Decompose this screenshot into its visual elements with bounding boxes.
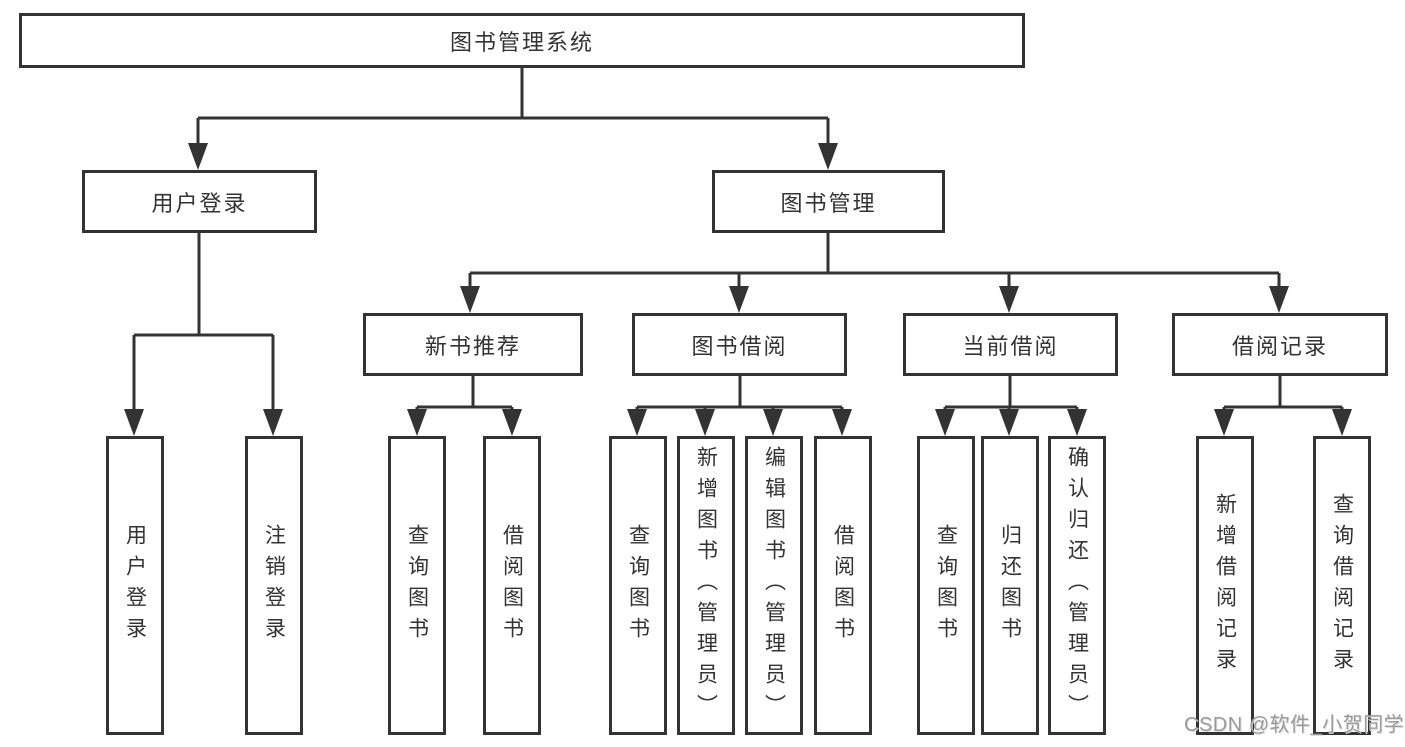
arrowhead-icon	[999, 286, 1019, 313]
node-library-management-system: 图书管理系统	[19, 13, 1025, 68]
leaf-query-borrow-record: 查询借阅记录	[1313, 436, 1371, 735]
edge-user-login-to-leaves	[132, 233, 275, 413]
arrowhead-icon	[818, 143, 838, 170]
edge-root-to-level2	[196, 68, 830, 148]
arrowhead-icon	[695, 409, 715, 436]
connector-edges	[132, 68, 1344, 413]
arrowhead-icon	[502, 409, 522, 436]
node-new-book-recommendation: 新书推荐	[363, 313, 583, 376]
leaf-borrow-books-recommend: 借阅图书	[483, 436, 541, 735]
edge-book-borrow-to-leaves	[635, 376, 844, 413]
node-book-management: 图书管理	[712, 170, 945, 233]
edge-borrow-records-to-leaves	[1222, 376, 1344, 413]
node-user-login: 用户登录	[82, 170, 317, 233]
arrowhead-icon	[999, 409, 1019, 436]
leaf-confirm-return-admin: 确认归还（管理员）	[1048, 436, 1106, 735]
arrowhead-icon	[124, 409, 144, 436]
edge-book-mgmt-to-level3	[468, 233, 1281, 291]
arrowhead-icon	[1214, 409, 1234, 436]
leaf-borrow-books: 借阅图书	[814, 436, 872, 735]
arrowhead-icon	[763, 409, 783, 436]
leaf-return-book: 归还图书	[981, 436, 1039, 735]
arrowhead-icon	[832, 409, 852, 436]
arrowhead-icon	[188, 143, 208, 170]
arrowhead-icon	[729, 286, 749, 313]
arrowhead-icon	[935, 409, 955, 436]
node-borrowing-records: 借阅记录	[1172, 313, 1388, 376]
leaf-query-books-current: 查询图书	[917, 436, 975, 735]
arrowhead-icon	[1067, 409, 1087, 436]
leaf-user-login: 用户登录	[106, 436, 164, 735]
arrowhead-icon	[627, 409, 647, 436]
node-book-borrowing: 图书借阅	[632, 313, 847, 376]
leaf-query-books-recommend: 查询图书	[388, 436, 446, 735]
arrowhead-icon	[263, 409, 283, 436]
leaf-add-book-admin: 新增图书（管理员）	[677, 436, 735, 735]
leaf-edit-book-admin: 编辑图书（管理员）	[745, 436, 803, 735]
edge-current-borrow-to-leaves	[943, 376, 1079, 413]
arrowhead-icon	[407, 409, 427, 436]
leaf-add-borrow-record: 新增借阅记录	[1196, 436, 1254, 735]
leaf-query-books-borrow: 查询图书	[609, 436, 667, 735]
arrowhead-icon	[460, 286, 480, 313]
arrowhead-icon	[1332, 409, 1352, 436]
node-current-borrowing: 当前借阅	[903, 313, 1118, 376]
edge-new-book-to-leaves	[415, 376, 514, 413]
arrowhead-icon	[1269, 286, 1289, 313]
csdn-watermark: CSDN @软件_小贺同学	[1184, 714, 1405, 736]
leaf-logout: 注销登录	[245, 436, 303, 735]
arrowheads	[124, 143, 1352, 436]
